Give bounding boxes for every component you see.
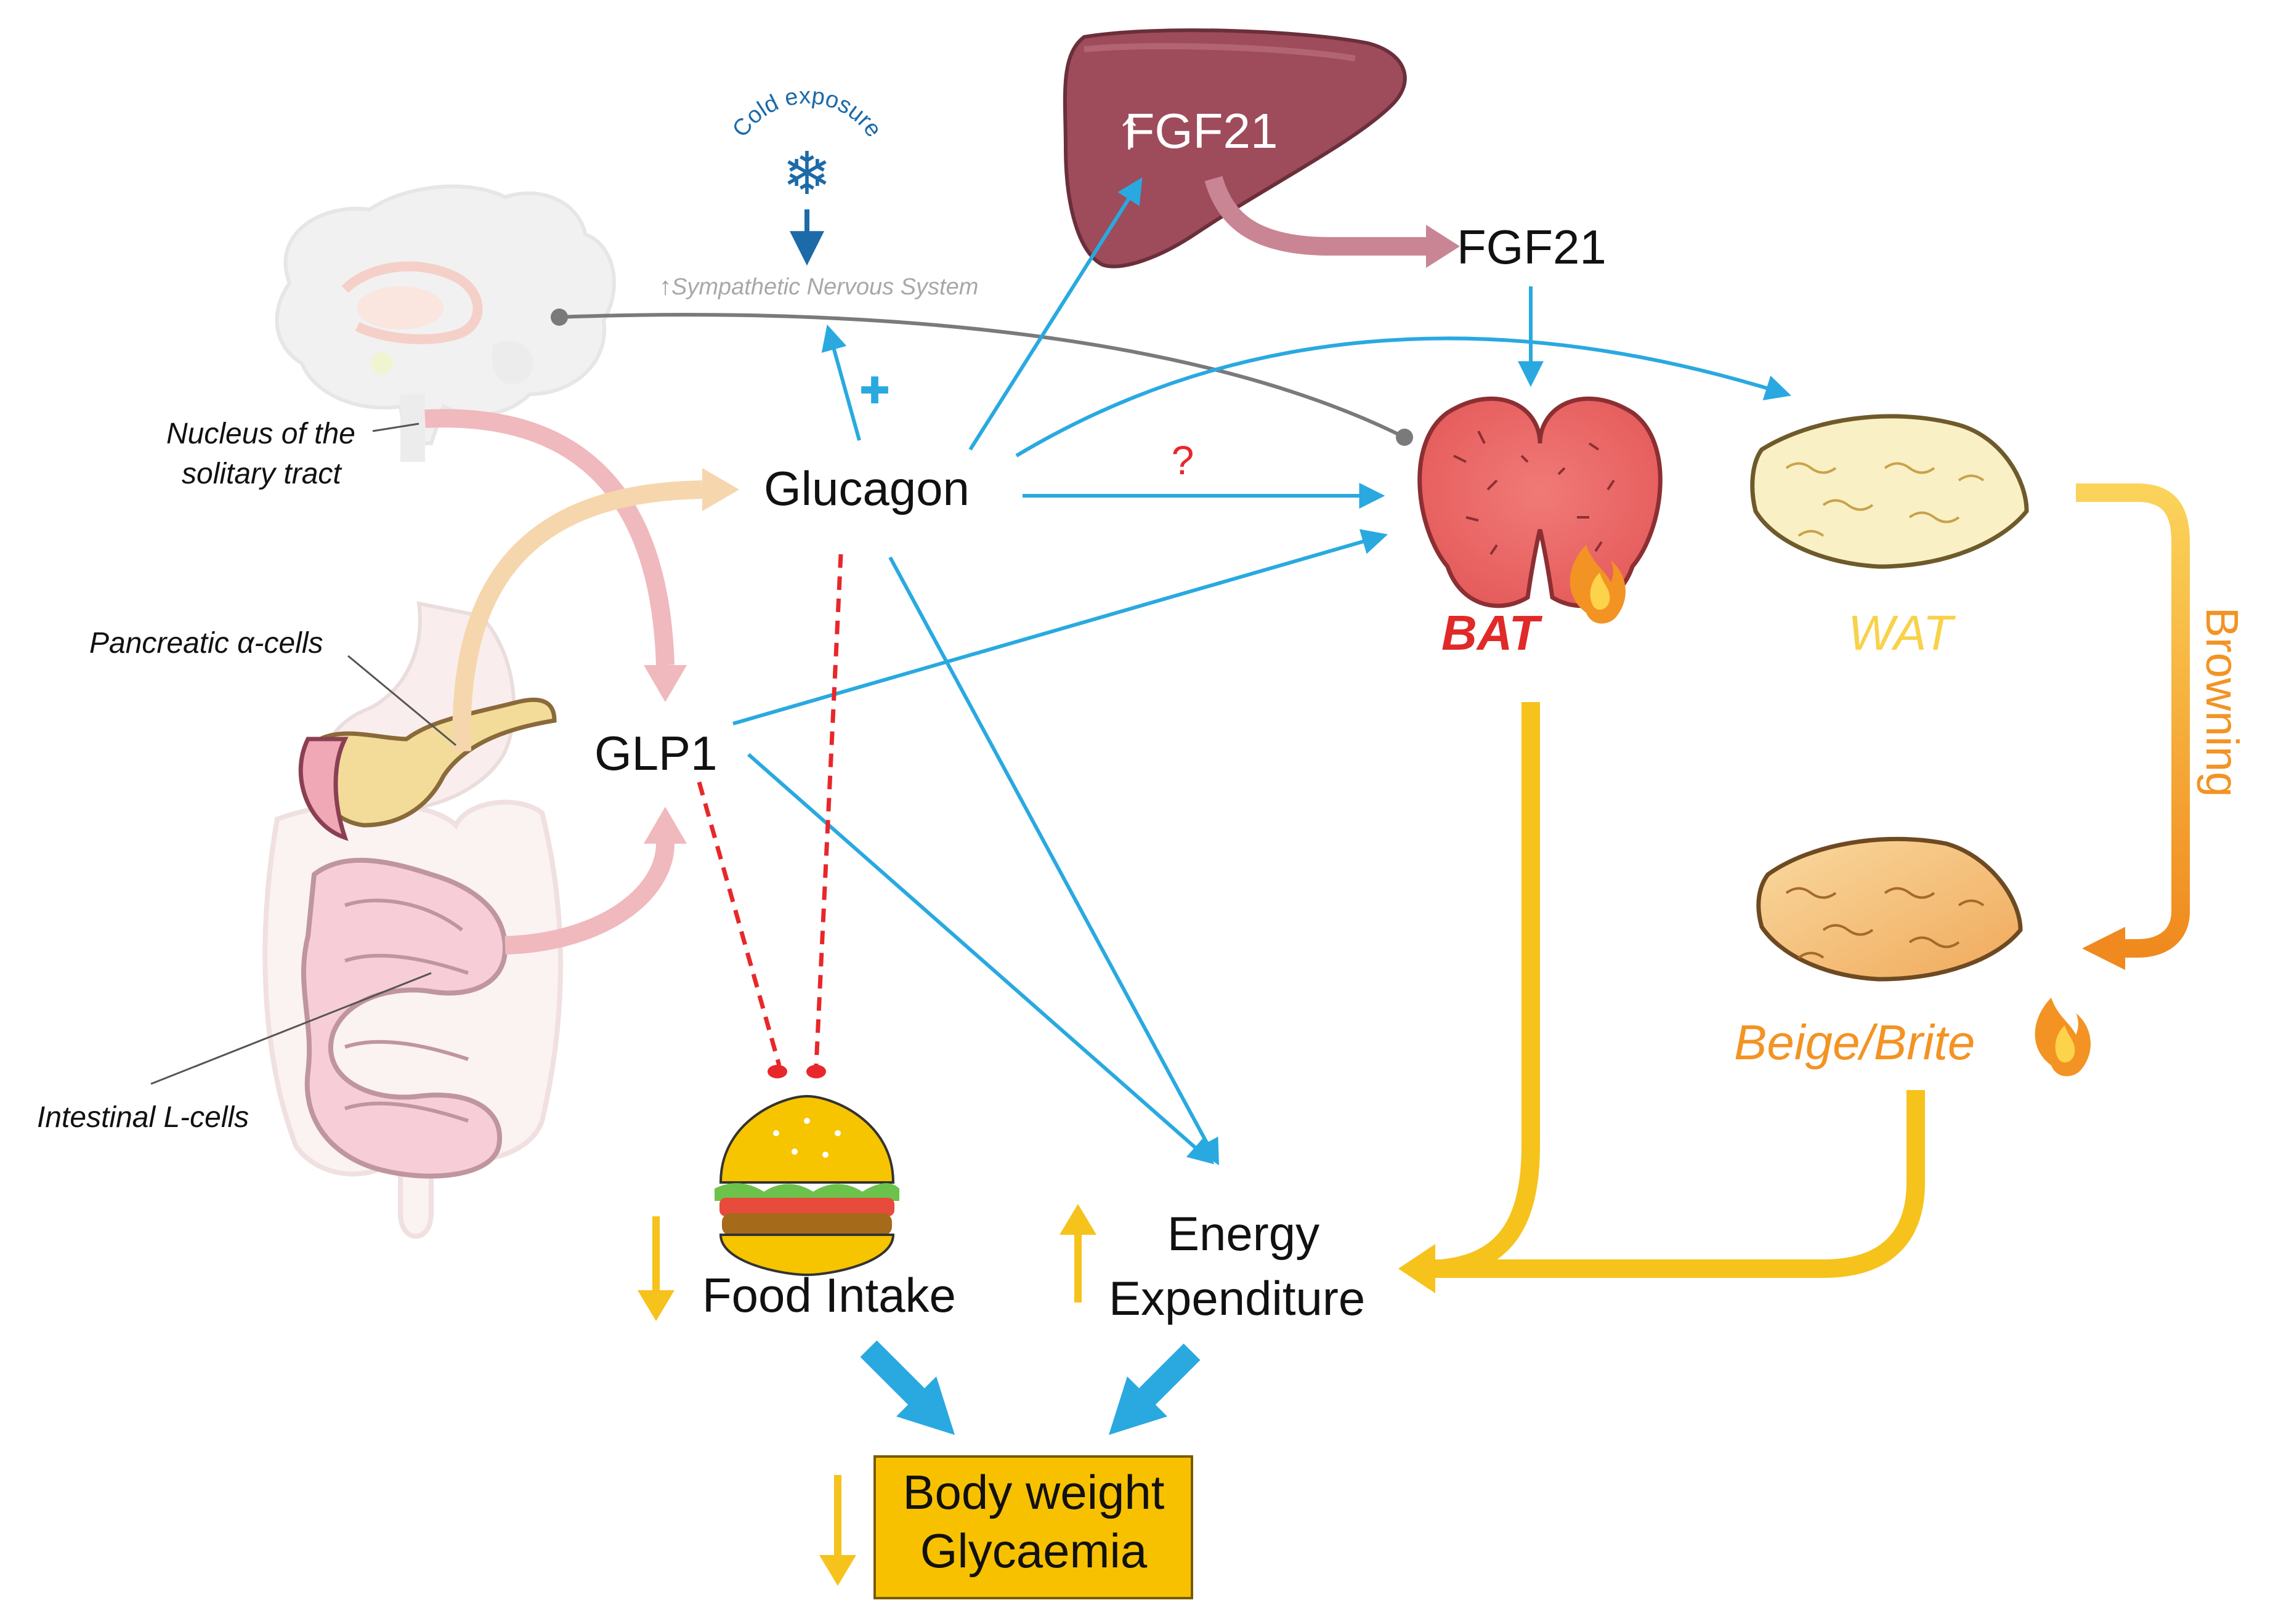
intestinal-pointer: [150, 972, 432, 1085]
energy-label-line1: Energy: [1167, 1206, 1319, 1261]
snowflake-icon: ❄: [782, 141, 832, 207]
energy-to-body-arrow: [1134, 1343, 1201, 1410]
nucleus-label-line1: Nucleus of the: [166, 418, 355, 450]
glucagon-to-wat-arrow: [1015, 336, 1792, 458]
fgf21-label: FGF21: [1457, 220, 1606, 274]
bat-to-energy-arrow: [1429, 702, 1540, 1278]
food-to-body-arrowhead: [896, 1376, 955, 1435]
wat-illustration: [1750, 414, 2029, 569]
browning-arrow: [2076, 483, 2190, 958]
browning-label: Browning: [2197, 607, 2248, 798]
plus-icon: ✚: [859, 370, 890, 411]
sns-label: Sympathetic Nervous System: [671, 274, 978, 300]
gold-energy-arrowhead: [1398, 1244, 1435, 1293]
bat-label: BAT: [1441, 605, 1543, 660]
liver-to-fgf21-arrow: [1204, 176, 1429, 256]
liver-illustration: [1063, 28, 1407, 269]
energy-to-body-arrowhead: [1109, 1376, 1167, 1435]
pancreatic-pointer: [347, 655, 456, 746]
glp1-label: GLP1: [594, 726, 717, 780]
food-down-arrowhead: [638, 1290, 675, 1321]
glucagon-to-liver-arrow: [968, 177, 1143, 451]
body-down-arrowhead: [819, 1555, 856, 1586]
energy-up-arrowhead: [1060, 1204, 1096, 1235]
question-mark: ?: [1172, 437, 1194, 483]
gut-to-glp1-arrowhead: [644, 807, 687, 844]
energy-label-line2: Expenditure: [1109, 1271, 1365, 1325]
wat-label: WAT: [1848, 605, 1956, 660]
glucagon-to-sns-arrow: [821, 324, 861, 441]
sns-up-arrow: ↑: [659, 273, 671, 300]
pancreatic-cells-label: Pancreatic α-cells: [89, 627, 323, 660]
intestinal-cells-label: Intestinal L-cells: [37, 1101, 249, 1134]
beige-illustration: [1756, 836, 2023, 982]
liver-fgf21-up-arrow: ↑: [1116, 99, 1143, 160]
sns-nerve-line: [559, 313, 1406, 439]
inhibitory-lines: [697, 554, 843, 1066]
inhibition-end-glp1: [768, 1065, 787, 1078]
fire-icon: [1570, 545, 1626, 624]
browning-arrowhead: [2082, 927, 2125, 970]
sns-terminal-dot: [1396, 429, 1413, 446]
cold-exposure-group: Cold exposure ❄: [727, 83, 886, 266]
fire-icon-beige: [2035, 998, 2091, 1077]
liver-to-fgf21-arrowhead: [1426, 225, 1460, 268]
burger-icon: [715, 1094, 899, 1277]
bat-illustration: [1417, 396, 1663, 608]
stimulatory-arrows: [732, 177, 1792, 1166]
nucleus-label-line2: solitary tract: [182, 458, 342, 490]
nts-to-glp1-arrow: [424, 409, 675, 666]
inhibition-end-glucagon: [806, 1065, 826, 1078]
food-to-body-arrow: [860, 1340, 930, 1410]
beige-to-energy-arrow: [1435, 1090, 1925, 1278]
glp1-inhibits-food-line: [697, 782, 782, 1066]
liver-fgf21-label: FGF21: [1125, 103, 1278, 158]
glucagon-label: Glucagon: [764, 461, 970, 515]
food-intake-label: Food Intake: [702, 1268, 956, 1322]
beige-label: Beige/Brite: [1734, 1015, 1975, 1070]
glp1-to-bat-arrow: [732, 529, 1388, 725]
body-weight-box: [873, 1455, 1193, 1599]
pancreas-illustration: [298, 697, 557, 841]
glycaemia-label: Glycaemia: [920, 1524, 1148, 1578]
nucleus-pointer: [372, 422, 419, 432]
gut-illustration: [262, 601, 563, 1239]
body-weight-label: Body weight: [903, 1465, 1165, 1519]
gut-to-glp1-arrow: [504, 843, 675, 955]
pancreas-to-glucagon-arrow: [452, 480, 703, 752]
glucagon-inhibits-food-line: [814, 554, 843, 1066]
pancreas-to-glucagon-arrowhead: [702, 468, 739, 511]
brain-illustration: [275, 184, 616, 462]
glp1-to-energy-arrow: [747, 753, 1215, 1165]
nts-to-glp1-arrowhead: [644, 665, 687, 702]
glucagon-to-energy-arrow: [888, 556, 1219, 1166]
cold-exposure-label: Cold exposure: [727, 83, 886, 142]
